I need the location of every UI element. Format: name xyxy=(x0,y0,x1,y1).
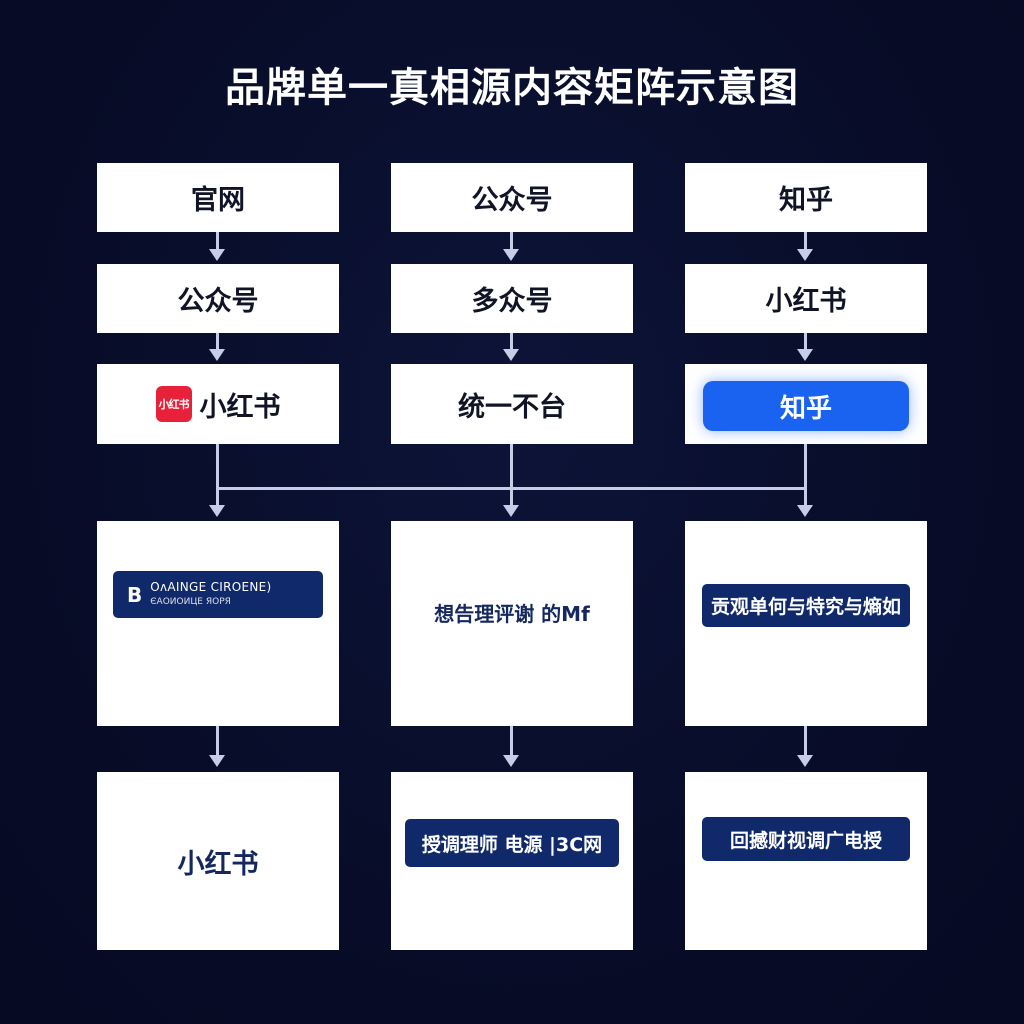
node-label: 小红书 xyxy=(765,286,847,317)
arrow-down-icon xyxy=(209,755,225,767)
connector-line xyxy=(510,726,513,756)
arrow-down-icon xyxy=(797,505,813,517)
chip-text-group: OʌAINGE CIROENE) ЄАОИОИЦЕ ЯОРЯ xyxy=(150,580,271,610)
chip-line-secondary: ЄАОИОИЦЕ ЯОРЯ xyxy=(150,596,231,607)
node-r2-c1: 公众号 xyxy=(97,264,339,333)
connector-line xyxy=(216,333,219,350)
connector-line xyxy=(510,333,513,350)
xiaohongshu-logo-icon: 小红书 xyxy=(155,386,192,422)
content-chip: 授调理师 电源 |3C网 xyxy=(405,819,619,867)
node-label: 统一不台 xyxy=(458,391,566,423)
node-r3-c2: 统一不台 xyxy=(391,364,633,444)
content-chip: 回撼财视调广电授 xyxy=(702,817,910,861)
connector-line xyxy=(804,333,807,350)
node-r5-c3 xyxy=(685,772,927,950)
node-label: 小红书 xyxy=(199,391,281,423)
arrow-down-icon xyxy=(503,755,519,767)
connector-line xyxy=(804,444,807,506)
node-label: 官网 xyxy=(191,185,245,216)
connector-line xyxy=(804,726,807,756)
chip-line-primary: OʌAINGE CIROENE) xyxy=(150,579,272,594)
node-label: 小红书 xyxy=(177,848,259,880)
node-r4-c2 xyxy=(391,521,633,726)
node-r1-c2: 公众号 xyxy=(391,163,633,232)
chip-label: 回撼财视调广电授 xyxy=(729,829,882,852)
node-label: 知乎 xyxy=(779,185,833,216)
chip-label: 贡观单何与特究与熵如 xyxy=(710,596,901,618)
node-r5-c1: 小红书 xyxy=(97,772,339,950)
chip-label: 授调理师 电源 |3C网 xyxy=(421,833,603,856)
node-r1-c3: 知乎 xyxy=(685,163,927,232)
arrow-down-icon xyxy=(797,755,813,767)
node-label: 多众号 xyxy=(471,286,553,317)
arrow-down-icon xyxy=(209,349,225,361)
connector-line xyxy=(804,232,807,250)
node-label: 公众号 xyxy=(177,286,259,317)
arrow-down-icon xyxy=(209,505,225,517)
connector-line xyxy=(216,444,219,506)
brand-chip: B OʌAINGE CIROENE) ЄАОИОИЦЕ ЯОРЯ xyxy=(113,571,323,618)
node-r2-c2: 多众号 xyxy=(391,264,633,333)
node-r2-c3: 小红书 xyxy=(685,264,927,333)
connector-line xyxy=(216,726,219,756)
chip-initial: B xyxy=(127,582,143,607)
arrow-down-icon xyxy=(209,249,225,261)
connector-line xyxy=(216,232,219,250)
connector-line xyxy=(510,232,513,250)
node-text: 想告理评谢 的Mf xyxy=(434,602,590,626)
arrow-down-icon xyxy=(797,249,813,261)
arrow-down-icon xyxy=(503,249,519,261)
content-chip: 贡观单何与特究与熵如 xyxy=(702,584,910,627)
node-label: 公众号 xyxy=(471,185,553,216)
connector-line xyxy=(510,444,513,506)
arrow-down-icon xyxy=(797,349,813,361)
node-r1-c1: 官网 xyxy=(97,163,339,232)
arrow-down-icon xyxy=(503,349,519,361)
node-r4-c1 xyxy=(97,521,339,726)
arrow-down-icon xyxy=(503,505,519,517)
zhihu-button[interactable]: 知乎 xyxy=(703,381,909,431)
diagram-title: 品牌单一真相源内容矩阵示意图 xyxy=(225,65,799,111)
connector-bus xyxy=(216,487,807,490)
node-r3-c1: 小红书 小红书 xyxy=(97,364,339,444)
